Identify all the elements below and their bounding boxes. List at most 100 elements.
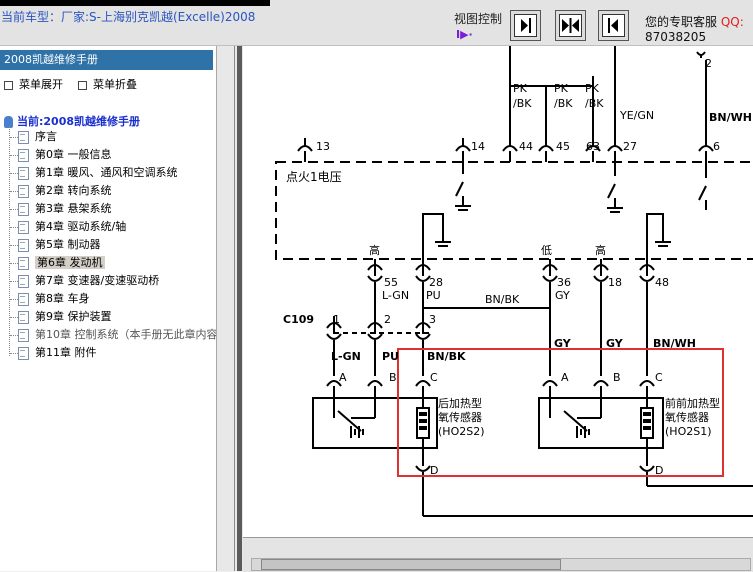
- pin-label: C: [655, 371, 663, 384]
- tree-item-label: 第10章 控制系统（本手册无此章内容: [35, 328, 216, 341]
- arrow-left-bar-icon: [608, 18, 618, 33]
- document-icon: [18, 310, 29, 324]
- tree-item-label: 第7章 变速器/变速驱动桥: [35, 274, 160, 287]
- splitter-groove: [234, 46, 235, 571]
- wire-label: PK: [585, 82, 600, 95]
- tree-item-ch5[interactable]: 第5章 制动器: [10, 237, 101, 253]
- arrow-right-bar-icon: [521, 18, 531, 33]
- expand-icon: [4, 80, 13, 90]
- tree-item-ch1[interactable]: 第1章 暖风、通风和空调系统: [10, 165, 178, 181]
- tree-item-ch6[interactable]: 第6章 发动机: [10, 255, 105, 271]
- tree-item-label: 第1章 暖风、通风和空调系统: [35, 166, 178, 179]
- pin-label: A: [561, 371, 569, 384]
- document-icon: [18, 328, 29, 342]
- wire-label: /BK: [554, 97, 573, 110]
- tree-item-label: 第6章 发动机: [35, 256, 105, 269]
- pin-label: 13: [316, 140, 330, 153]
- pin-label: C: [430, 371, 438, 384]
- sensor-name: 氧传感器: [438, 410, 482, 424]
- wire-label: BN/BK: [485, 293, 520, 306]
- tree-item-label: 第11章 附件: [35, 346, 97, 359]
- tree-item-preface[interactable]: 序言: [10, 129, 57, 145]
- wire-label: PU: [382, 350, 399, 363]
- sensor-name: 氧传感器: [665, 410, 709, 424]
- wire-label: PK: [554, 82, 569, 95]
- tree-item-ch0[interactable]: 第0章 一般信息: [10, 147, 112, 163]
- tree-item-label: 序言: [35, 130, 57, 143]
- service-label: 您的专职客服: [645, 15, 718, 29]
- wire-label: GY: [554, 337, 572, 350]
- pin-label: 48: [655, 276, 669, 289]
- highlight-box: [397, 348, 724, 477]
- connector-label: C109: [283, 313, 314, 326]
- wire-label: BN/WH: [653, 337, 696, 350]
- splitter-bar: [237, 46, 242, 571]
- level-label: 低: [541, 244, 552, 257]
- pin-label: 6: [713, 140, 720, 153]
- menu-expand-button[interactable]: 菜单展开: [4, 76, 63, 92]
- split-arrows-icon: [562, 18, 579, 33]
- level-label: 高: [369, 243, 380, 257]
- pin-label: 44: [519, 140, 533, 153]
- view-split-button[interactable]: [555, 10, 586, 41]
- scroll-thumb[interactable]: [261, 559, 561, 570]
- tree-item-ch10[interactable]: 第10章 控制系统（本手册无此章内容: [10, 327, 216, 343]
- document-icon: [18, 184, 29, 198]
- pin-label: D: [430, 464, 438, 477]
- tree-item-ch2[interactable]: 第2章 转向系统: [10, 183, 112, 199]
- tree-item-label: 第9章 保护装置: [35, 310, 112, 323]
- document-icon: [18, 346, 29, 360]
- tree-item-ch3[interactable]: 第3章 悬架系统: [10, 201, 112, 217]
- pin-label: 2: [705, 57, 712, 70]
- document-icon: [18, 274, 29, 288]
- document-icon: [18, 166, 29, 180]
- top-toolbar: 当前车型：厂家:S-上海别克凯越(Excelle)2008 视图控制 I▶·: [0, 0, 753, 46]
- manual-title[interactable]: 2008凯越维修手册: [0, 50, 213, 70]
- wire-label: BN/BK: [427, 350, 466, 363]
- wire-label: PU: [426, 289, 441, 302]
- pane-splitter[interactable]: [216, 46, 244, 571]
- tree-item-label: 第4章 驱动系统/轴: [35, 220, 127, 233]
- pin-label: B: [613, 371, 621, 384]
- wire-label: L-GN: [382, 289, 409, 302]
- pin-label: 55: [384, 276, 398, 289]
- document-icon: [18, 256, 29, 270]
- wiring-diagram[interactable]: 2 PK /BK PK /BK PK /BK YE/GN BN/WH 13 14…: [243, 46, 753, 537]
- level-label: 高: [595, 243, 606, 257]
- collapse-icon: [78, 80, 87, 90]
- wire-label: GY: [606, 337, 624, 350]
- document-icon: [18, 220, 29, 234]
- wire-label: GY: [555, 289, 570, 302]
- view-arrow-icon[interactable]: I▶·: [456, 28, 473, 41]
- tree-item-ch7[interactable]: 第7章 变速器/变速驱动桥: [10, 273, 159, 289]
- tree-item-ch9[interactable]: 第9章 保护装置: [10, 309, 112, 325]
- menu-expand-label: 菜单展开: [19, 78, 63, 91]
- document-icon: [18, 148, 29, 162]
- wire-label: /BK: [513, 97, 532, 110]
- diagram-hscroll[interactable]: [243, 537, 753, 572]
- view-left-button[interactable]: [598, 10, 629, 41]
- tree-item-label: 第8章 车身: [35, 292, 90, 305]
- pin-label: A: [339, 371, 347, 384]
- menu-collapse-button[interactable]: 菜单折叠: [78, 76, 137, 92]
- wire-label: PK: [513, 82, 528, 95]
- sidebar: [0, 46, 216, 571]
- document-icon: [18, 238, 29, 252]
- qq-link[interactable]: QQ:: [720, 15, 744, 29]
- document-icon: [18, 130, 29, 144]
- sensor-name: 前前加热型: [665, 396, 720, 410]
- document-icon: [18, 292, 29, 306]
- tree-item-ch4[interactable]: 第4章 驱动系统/轴: [10, 219, 126, 235]
- tree-item-ch8[interactable]: 第8章 车身: [10, 291, 90, 307]
- fuse-label: 点火1电压: [286, 170, 342, 184]
- view-right-button[interactable]: [510, 10, 541, 41]
- menu-collapse-label: 菜单折叠: [93, 78, 137, 91]
- pin-label: 14: [471, 140, 485, 153]
- tree-root-label: 当前:2008凯越维修手册: [17, 115, 141, 128]
- car-model-title: 当前车型：厂家:S-上海别克凯越(Excelle)2008: [1, 10, 256, 24]
- pin-label: 3: [429, 313, 436, 326]
- pin-label: 28: [429, 276, 443, 289]
- service-contact: 您的专职客服 QQ:: [645, 13, 744, 30]
- tree-item-ch11[interactable]: 第11章 附件: [10, 345, 97, 361]
- tree-root[interactable]: 当前:2008凯越维修手册: [4, 113, 140, 129]
